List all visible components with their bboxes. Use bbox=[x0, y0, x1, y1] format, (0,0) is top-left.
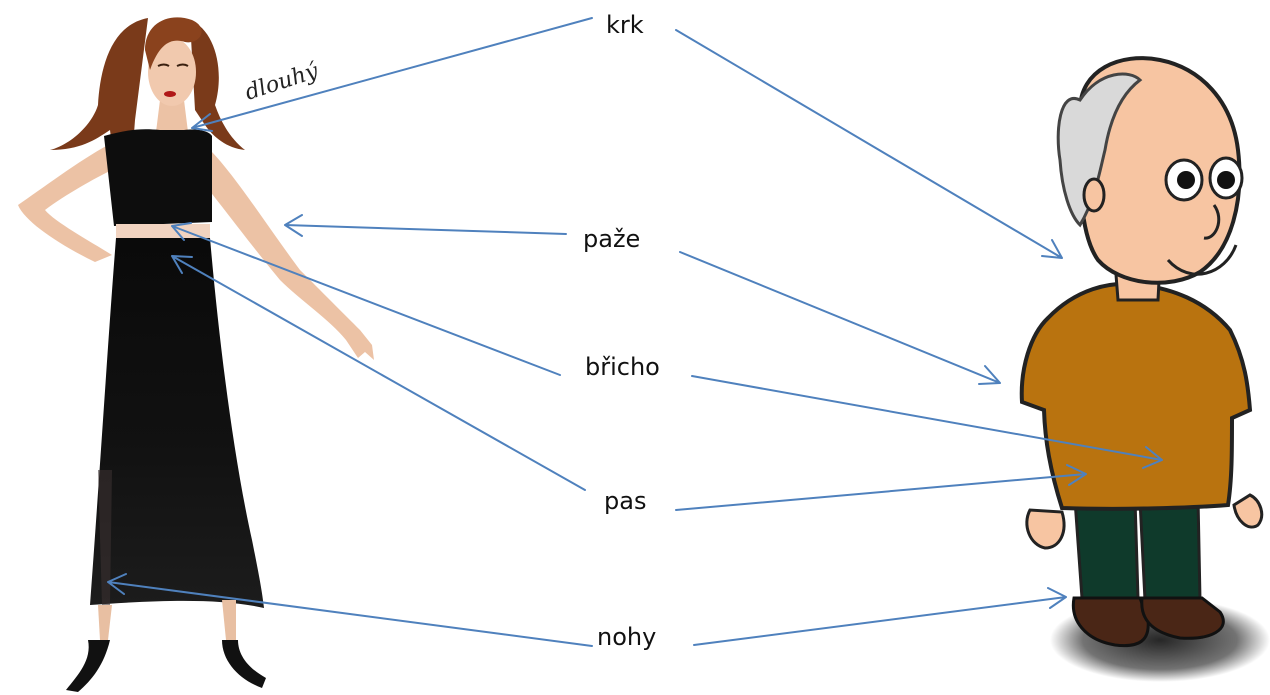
arrow-legs-woman bbox=[107, 573, 593, 647]
label-waist: pas bbox=[604, 487, 646, 515]
arrow-waist-man bbox=[675, 464, 1087, 511]
annotation-arrows bbox=[107, 17, 1163, 647]
arrow-belly-man bbox=[691, 375, 1163, 469]
arrow-neck-woman bbox=[191, 17, 593, 132]
cartoon-man-illustration bbox=[1019, 56, 1270, 682]
label-neck: krk bbox=[606, 11, 644, 39]
woman-illustration bbox=[18, 17, 374, 692]
arrow-arms-man bbox=[679, 251, 1001, 385]
arrow-waist-woman bbox=[171, 255, 586, 491]
arrow-neck-man bbox=[675, 29, 1063, 259]
arrow-legs-man bbox=[693, 587, 1067, 646]
arrow-arms-woman bbox=[284, 214, 567, 237]
label-belly: břicho bbox=[585, 353, 660, 381]
arrow-belly-woman bbox=[171, 222, 561, 376]
label-arms: paže bbox=[583, 225, 640, 253]
label-legs: nohy bbox=[597, 623, 656, 651]
label-long: dlouhý bbox=[242, 59, 322, 106]
